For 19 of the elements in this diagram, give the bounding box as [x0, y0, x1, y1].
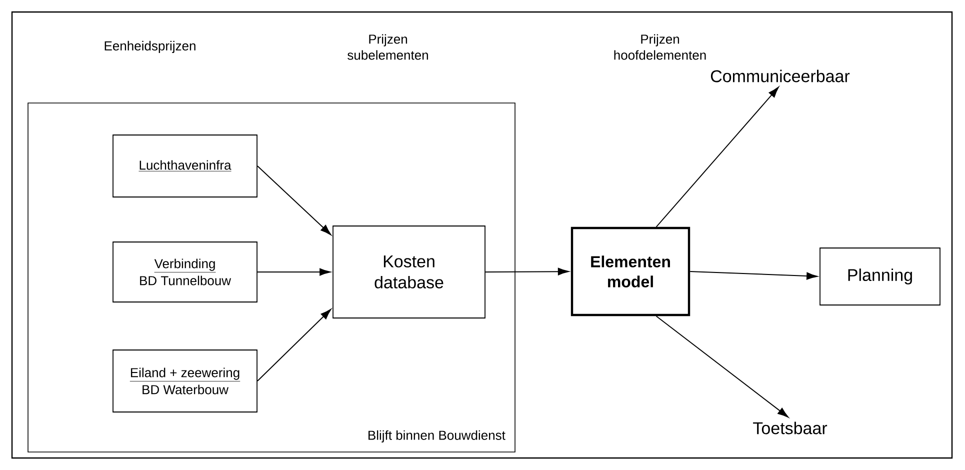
process-box: Planning	[820, 248, 940, 306]
arrow	[256, 308, 332, 382]
source-box: Eiland + zeewering BD Waterbouw	[112, 350, 258, 412]
column-heading: Eenheidsprijzen	[104, 40, 196, 54]
source-box: Verbinding BD Tunnelbouw	[112, 242, 258, 302]
column-heading: Prijzen subelementen	[348, 34, 428, 60]
arrow	[656, 316, 789, 418]
arrow	[656, 86, 779, 228]
output-text: Communiceerbaar	[710, 70, 850, 82]
source-box: Luchthaveninfra	[112, 134, 258, 198]
output-text: Toetsbaar	[753, 422, 828, 434]
arrow	[256, 268, 331, 276]
column-heading: Prijzen hoofdelementen	[614, 34, 706, 60]
container-label: Blijft binnen Bouwdienst	[368, 430, 506, 442]
model-box: Elementen model	[570, 226, 690, 316]
process-box: Kosten database	[332, 226, 486, 318]
arrow	[484, 268, 569, 276]
arrow	[690, 271, 818, 280]
arrow	[256, 166, 332, 236]
